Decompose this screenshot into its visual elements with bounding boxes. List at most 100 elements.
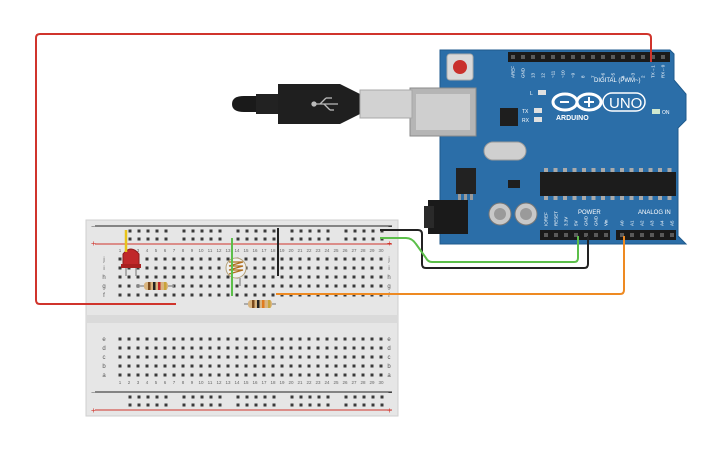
wire-red [35,33,652,305]
hole [371,403,375,407]
model-label: UNO [609,95,642,112]
pin-hole [544,233,548,237]
hole [343,257,347,261]
column-label: 25 [333,380,339,385]
hole [361,364,365,368]
hole [290,403,294,407]
hole [289,275,293,279]
hole [299,237,303,241]
hole [326,403,330,407]
hole [209,395,213,399]
hole [271,293,275,297]
pin-hole [631,55,635,59]
hole [334,364,338,368]
hole [325,284,329,288]
hole [298,284,302,288]
row-label: f [103,293,105,299]
hole [217,364,221,368]
hole [172,346,176,350]
hole [280,266,284,270]
hole [118,257,122,261]
hole [289,337,293,341]
column-label: 24 [324,380,330,385]
hole [128,237,132,241]
hole [271,275,275,279]
hole [218,229,222,233]
column-label: 3 [137,380,140,385]
column-label: 9 [191,380,194,385]
hole [253,266,257,270]
hole [208,364,212,368]
hole [299,229,303,233]
column-label: 6 [164,380,167,385]
hole [280,337,284,341]
analog-pin-label: A3 [650,220,655,226]
hole [370,355,374,359]
hole [307,257,311,261]
analog-pin-label: A1 [630,220,635,226]
hole [289,284,293,288]
wire-orange [276,236,625,295]
hole [317,403,321,407]
hole [235,364,239,368]
hole [154,275,158,279]
hole [154,293,158,297]
hole [226,257,230,261]
column-label: 18 [270,248,276,253]
digital-pin-label: 13 [531,72,536,78]
hole [280,284,284,288]
hole [307,266,311,270]
hole [226,373,230,377]
hole [145,373,149,377]
rx-label: RX [522,118,530,124]
hole [353,229,357,233]
column-label: 10 [198,380,204,385]
hole [208,275,212,279]
row-label: j [102,257,104,263]
rail-minus-label: − [388,224,392,231]
hole [136,355,140,359]
hole [226,293,230,297]
hole [271,266,275,270]
hole [344,403,348,407]
pin-hole [541,55,545,59]
hole [298,257,302,261]
hole [370,266,374,270]
hole [217,337,221,341]
digital-header-label: DIGITAL (PWM~) [594,78,641,84]
hole [362,395,366,399]
hole [271,373,275,377]
digital-pin-label: 8 [581,75,586,78]
row-label: d [387,346,390,352]
pin-hole [611,55,615,59]
hole [163,257,167,261]
column-label: 29 [369,380,375,385]
hole [370,337,374,341]
rail-minus-label: − [91,390,95,397]
hole [190,293,194,297]
hole [379,346,383,350]
wire-black [380,229,589,269]
hole [208,257,212,261]
hole [146,237,150,241]
hole [199,266,203,270]
hole [280,346,284,350]
hole [172,373,176,377]
row-label: d [102,346,105,352]
hole [343,346,347,350]
hole [280,275,284,279]
hole [182,229,186,233]
hole [299,403,303,407]
hole [361,257,365,261]
hole [136,346,140,350]
power-jack [428,200,468,234]
pin-hole [620,233,624,237]
hole [217,266,221,270]
hole [263,229,267,233]
hole [226,364,230,368]
hole [262,364,266,368]
hole [379,355,383,359]
digital-pin-label: TX→1 [651,65,656,78]
column-label: 27 [351,380,357,385]
hole [307,275,311,279]
